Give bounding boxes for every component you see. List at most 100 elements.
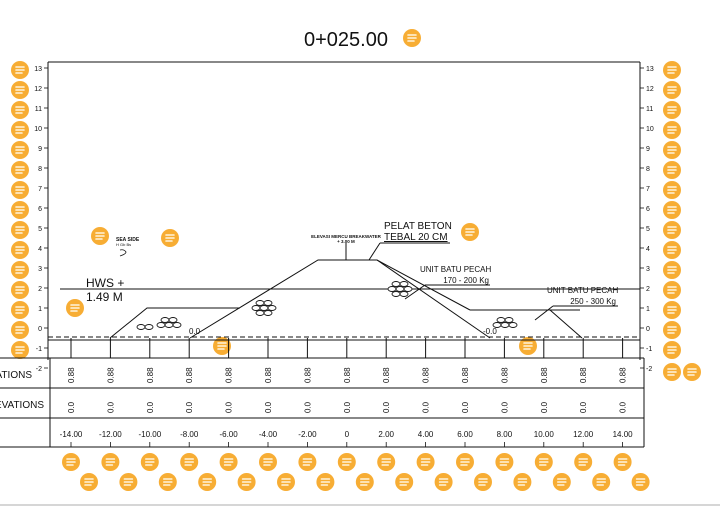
comment-marker-icon[interactable]	[11, 241, 29, 259]
comment-marker-icon[interactable]	[663, 301, 681, 319]
offset-value: -6.00	[219, 430, 238, 439]
comment-marker-icon[interactable]	[461, 223, 479, 241]
table-columns: 0.880.0-14.000.880.0-12.000.880.0-10.000…	[60, 338, 633, 447]
comment-marker-icon[interactable]	[11, 181, 29, 199]
comment-marker-icon[interactable]	[631, 473, 650, 491]
comment-marker-icon[interactable]	[91, 227, 109, 245]
right-axis-label: 5	[646, 226, 650, 233]
comment-marker-icon[interactable]	[574, 453, 593, 471]
rock-unit	[172, 322, 182, 328]
comment-marker-icon[interactable]	[663, 161, 681, 179]
design-elevation-value: 0.0	[303, 401, 312, 413]
rock-unit	[168, 317, 178, 323]
row-label-design-elevations: DESIGN ELEVATIONS	[0, 400, 44, 411]
armour-rock-units	[136, 281, 518, 330]
left-axis-label: 8	[38, 166, 42, 173]
comment-marker-icon[interactable]	[513, 473, 532, 491]
comment-marker-icon[interactable]	[219, 453, 238, 471]
comment-marker-icon[interactable]	[534, 453, 553, 471]
comment-marker-icon[interactable]	[316, 473, 335, 491]
comment-marker-icon[interactable]	[663, 121, 681, 139]
comment-marker-icon[interactable]	[663, 341, 681, 359]
comment-marker-icon[interactable]	[592, 473, 611, 491]
design-elevation-value: 0.0	[146, 401, 155, 413]
left-axis-label: -1	[36, 346, 42, 353]
comment-marker-icon[interactable]	[403, 29, 421, 47]
comment-marker-icon[interactable]	[11, 281, 29, 299]
comment-marker-icon[interactable]	[101, 453, 120, 471]
comment-marker-icon[interactable]	[213, 337, 231, 355]
right-axis-label: 10	[646, 126, 654, 133]
drawing-frame	[47, 61, 641, 360]
comment-marker-icon[interactable]	[11, 341, 29, 359]
comment-marker-icon[interactable]	[395, 473, 414, 491]
rock-unit	[403, 286, 413, 292]
comment-marker-icon[interactable]	[355, 473, 374, 491]
offset-value: 6.00	[457, 430, 473, 439]
comment-marker-icon[interactable]	[237, 473, 256, 491]
comment-marker-icon[interactable]	[140, 453, 159, 471]
comment-marker-icon[interactable]	[663, 281, 681, 299]
comment-marker-icon[interactable]	[337, 453, 356, 471]
rock-unit	[144, 324, 154, 330]
comment-marker-icon[interactable]	[552, 473, 571, 491]
comment-marker-icon[interactable]	[119, 473, 138, 491]
comment-marker-icon[interactable]	[277, 473, 295, 491]
bottom-divider	[0, 504, 720, 506]
comment-marker-icon[interactable]	[158, 473, 177, 491]
comment-marker-icon[interactable]	[663, 241, 681, 259]
comment-marker-icon[interactable]	[11, 141, 29, 159]
comment-marker-icon[interactable]	[683, 363, 701, 381]
comment-marker-icon[interactable]	[11, 301, 29, 319]
comment-marker-icon[interactable]	[11, 61, 29, 79]
existing-elevation-value: 0.88	[185, 367, 194, 383]
comment-marker-icon[interactable]	[11, 161, 29, 179]
comment-marker-icon[interactable]	[456, 453, 474, 471]
comment-marker-icon[interactable]	[62, 453, 80, 471]
comment-marker-icon[interactable]	[298, 453, 317, 471]
row-label-existing-elevations: EXISTING ELEVATIONS	[0, 370, 32, 381]
comment-marker-icon[interactable]	[11, 101, 29, 119]
left-axis-label: 12	[34, 86, 42, 93]
comment-marker-icon[interactable]	[663, 101, 681, 119]
comment-marker-icon[interactable]	[663, 363, 681, 381]
comment-marker-icon[interactable]	[474, 473, 492, 491]
comment-marker-icon[interactable]	[663, 221, 681, 239]
comment-marker-icon[interactable]	[198, 473, 217, 491]
design-elevation-value: 0.0	[67, 401, 76, 413]
comment-marker-icon[interactable]	[11, 321, 29, 339]
comment-marker-icon[interactable]	[11, 261, 29, 279]
comment-marker-icon[interactable]	[434, 473, 453, 491]
rock-unit	[164, 322, 174, 328]
comment-marker-icon[interactable]	[259, 453, 277, 471]
comment-marker-icon[interactable]	[80, 473, 98, 491]
comment-marker-icon[interactable]	[66, 299, 84, 317]
existing-elevation-value: 0.88	[382, 367, 391, 383]
comment-marker-icon[interactable]	[663, 141, 681, 159]
left-axis-label: 10	[34, 126, 42, 133]
comment-marker-icon[interactable]	[663, 321, 681, 339]
design-elevation-value: 0.0	[264, 401, 273, 413]
comment-marker-icon[interactable]	[663, 81, 681, 99]
comment-marker-icon[interactable]	[11, 121, 29, 139]
comment-marker-icon[interactable]	[377, 453, 396, 471]
comment-marker-icon[interactable]	[663, 201, 681, 219]
comment-marker-icon[interactable]	[495, 453, 514, 471]
comment-marker-icon[interactable]	[11, 201, 29, 219]
rock-unit	[263, 300, 273, 306]
comment-marker-icon[interactable]	[663, 181, 681, 199]
comment-marker-icon[interactable]	[416, 453, 435, 471]
comment-marker-icon[interactable]	[613, 453, 632, 471]
crest-elevation-label: ELEVASI MERCU BREAKWATER	[311, 234, 382, 239]
comment-marker-icon[interactable]	[161, 229, 179, 247]
concrete-slab-thickness: TEBAL 20 CM	[384, 232, 448, 243]
comment-marker-icon[interactable]	[11, 81, 29, 99]
comment-marker-icon[interactable]	[180, 453, 199, 471]
comment-marker-icon[interactable]	[663, 61, 681, 79]
comment-marker-icon[interactable]	[519, 337, 537, 355]
right-axis-label: 0	[646, 326, 650, 333]
comment-marker-icon[interactable]	[11, 221, 29, 239]
section-title: 0+025.00	[304, 29, 388, 51]
comment-marker-icon[interactable]	[663, 261, 681, 279]
